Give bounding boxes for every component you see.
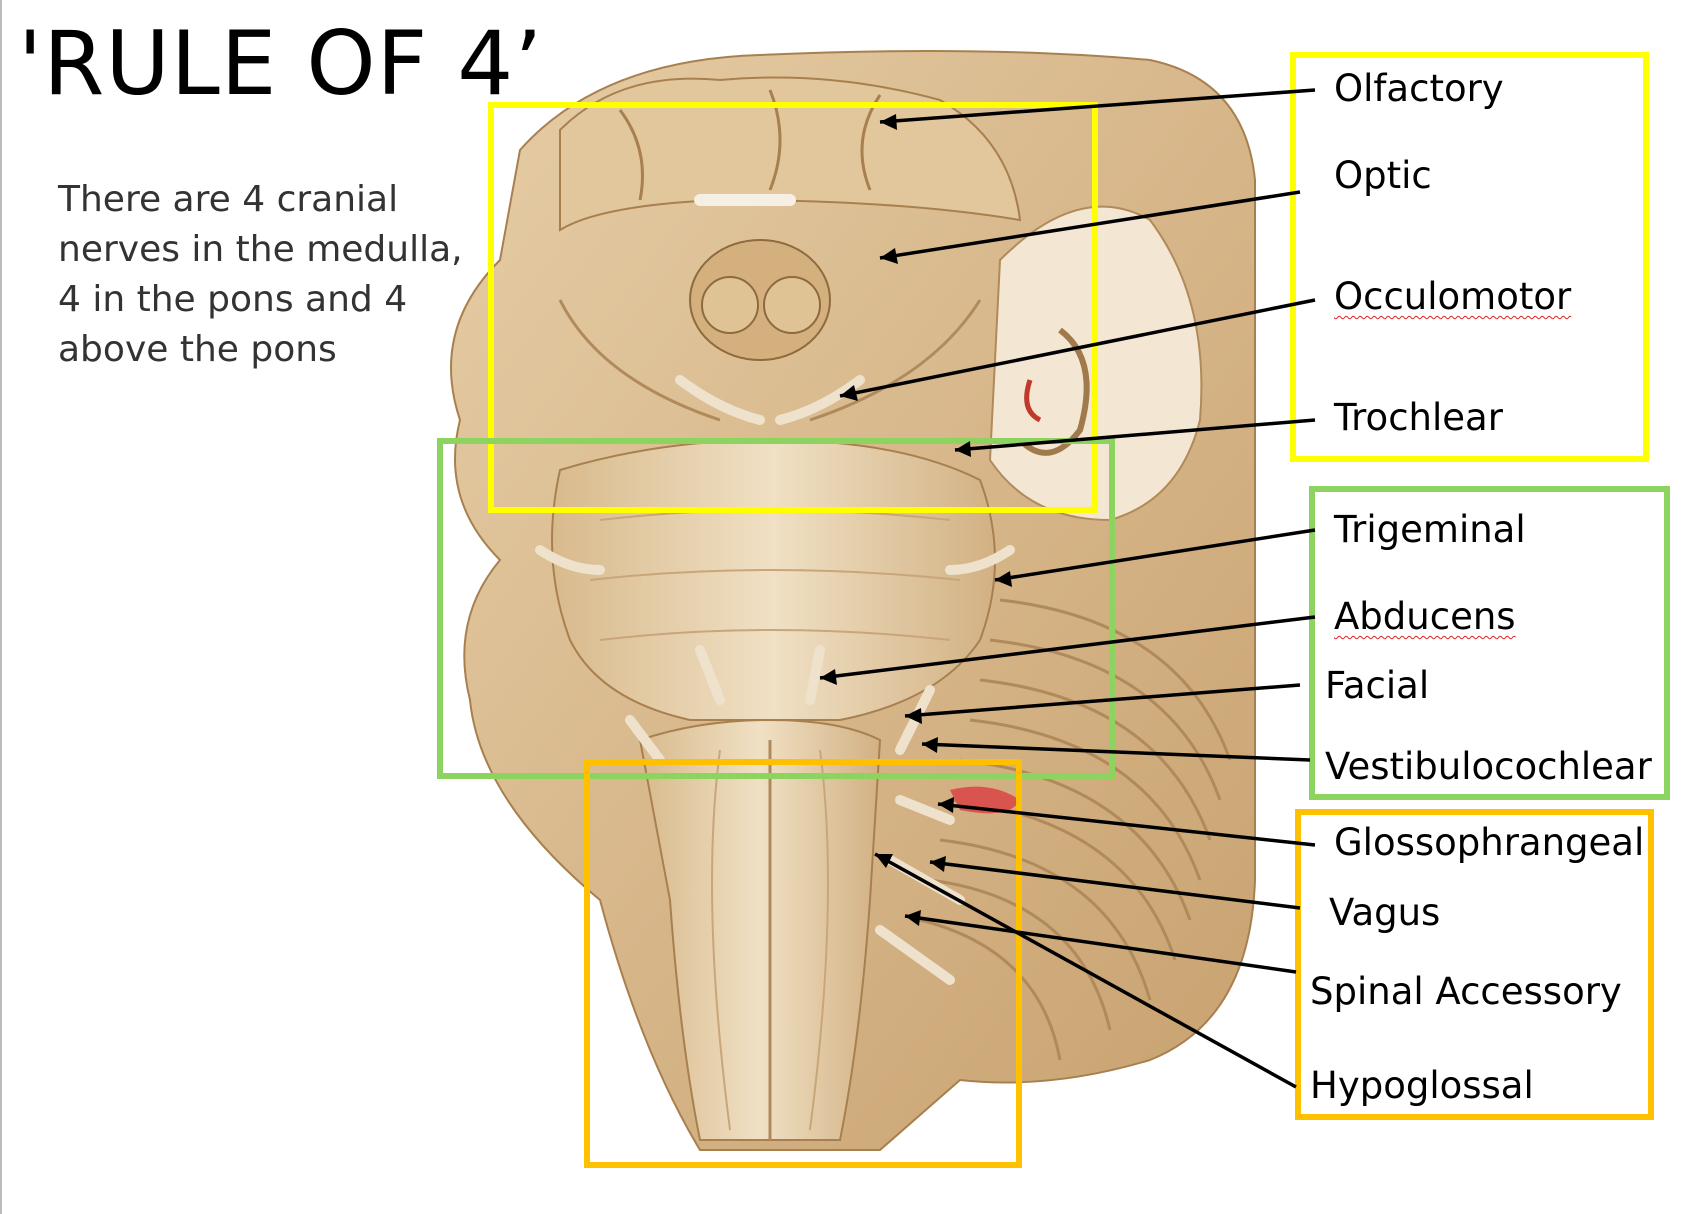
label-vestibulocochlear: Vestibulocochlear bbox=[1325, 745, 1652, 788]
intro-text: There are 4 cranial nerves in the medull… bbox=[58, 179, 463, 370]
label-spinal-accessory: Spinal Accessory bbox=[1310, 970, 1622, 1013]
pons bbox=[551, 438, 996, 721]
label-box-above-pons bbox=[1290, 52, 1649, 462]
label-trigeminal: Trigeminal bbox=[1334, 508, 1526, 551]
box-medulla bbox=[584, 759, 1022, 1168]
label-box-pons bbox=[1309, 486, 1670, 800]
leader-lines bbox=[819, 88, 1316, 1089]
page-edge bbox=[0, 0, 2, 1214]
label-trochlear: Trochlear bbox=[1334, 396, 1503, 439]
label-facial: Facial bbox=[1325, 664, 1430, 707]
slide-title: 'RULE OF 4’ bbox=[18, 12, 544, 115]
label-glossophrangeal: Glossophrangeal bbox=[1334, 821, 1645, 864]
label-vagus: Vagus bbox=[1329, 891, 1441, 934]
arrow-heads bbox=[820, 114, 1012, 926]
box-above-pons bbox=[488, 102, 1098, 513]
label-abducens: Abducens bbox=[1334, 595, 1516, 638]
label-olfactory: Olfactory bbox=[1334, 67, 1504, 110]
label-occulomotor: Occulomotor bbox=[1334, 275, 1572, 318]
label-box-medulla bbox=[1295, 809, 1654, 1120]
label-hypoglossal: Hypoglossal bbox=[1310, 1064, 1534, 1107]
box-pons bbox=[437, 438, 1115, 779]
label-optic: Optic bbox=[1334, 154, 1432, 197]
